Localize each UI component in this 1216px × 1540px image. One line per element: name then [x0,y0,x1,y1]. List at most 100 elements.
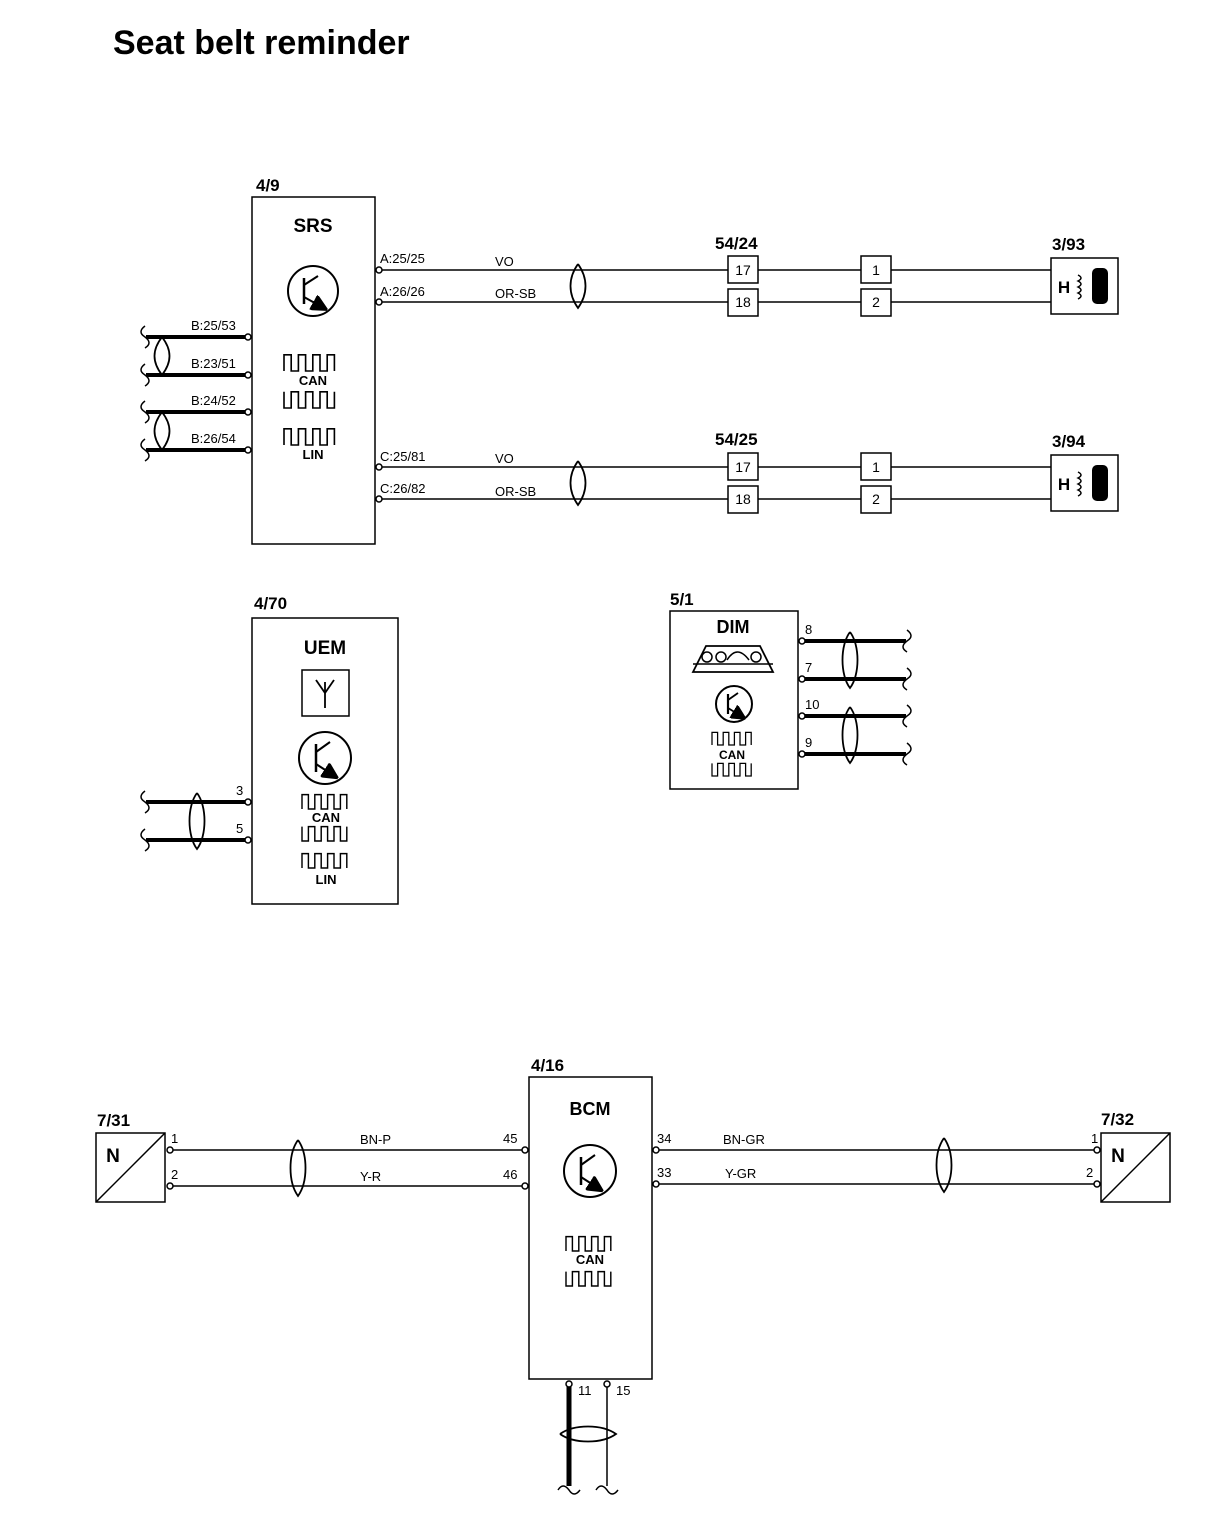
srs-upper-harness: A:25/25 A:26/26 VO OR-SB [375,251,728,310]
switch-pin-2: 2 [171,1167,178,1182]
uem-module: 4/70 UEM CAN LIN [140,594,399,905]
connector-pin: 1 [872,262,880,278]
bcm-id: 4/16 [531,1056,564,1075]
switch-pin-1: 1 [171,1131,178,1146]
srs-pin-a2525: A:25/25 [380,251,425,266]
connector-54-25: 54/25 17 18 1 2 [715,430,1051,514]
connector-pin: 17 [735,262,751,278]
switch-7-31: 7/31 N 1 2 [95,1111,178,1203]
srs-pin-a2626: A:26/26 [380,284,425,299]
srs-module: 4/9 SRS CAN LIN [140,176,728,545]
coil-icon [1076,471,1082,497]
connector-54-24: 54/24 17 18 1 2 [715,234,1051,317]
bcm-pin-11: 11 [578,1383,592,1398]
switch-pin-1: 1 [1091,1131,1098,1146]
transistor-icon [563,1144,617,1198]
srs-lower-harness: C:25/81 C:26/82 VO OR-SB [375,449,728,507]
uem-can-label: CAN [312,810,340,825]
uem-pin-5: 5 [236,821,243,836]
sensor-3-93: 3/93 H [1050,235,1119,315]
srs-id: 4/9 [256,176,280,195]
bcm-name: BCM [570,1099,611,1119]
dim-pin-9: 9 [805,735,812,750]
srs-name: SRS [293,216,332,237]
dim-wires: 8 7 10 9 [798,622,912,766]
transistor-icon [287,265,339,317]
switch-letter: N [1111,1146,1125,1167]
bcm-pin-34: 34 [657,1131,671,1146]
uem-pin-3: 3 [236,783,243,798]
srs-pin-b2452: B:24/52 [191,393,236,408]
antenna-icon [301,669,350,717]
can-bus-icon: CAN [301,793,348,842]
magnet-icon [1092,465,1108,501]
switch-7-31-id: 7/31 [97,1111,130,1130]
lin-bus-icon: LIN [301,852,348,887]
twisted-pair-icon [841,631,859,690]
srs-lin-label: LIN [303,447,324,462]
srs-pin-c2682: C:26/82 [380,481,426,496]
connector-pin: 1 [872,459,880,475]
sensor-letter: H [1058,475,1070,494]
dim-id: 5/1 [670,590,694,609]
switch-7-32: 7/32 N 1 2 [1086,1110,1171,1203]
lin-bus-icon: LIN [283,427,336,462]
srs-can-label: CAN [299,373,327,388]
wire-color-vo: VO [495,451,514,466]
wire-color-or-sb: OR-SB [495,484,536,499]
dim-pin-8: 8 [805,622,812,637]
bcm-pin-46: 46 [503,1167,517,1182]
connector-54-25-id: 54/25 [715,430,758,449]
connector-54-24-id: 54/24 [715,234,758,253]
wire-color-or-sb: OR-SB [495,286,536,301]
dim-name: DIM [717,617,750,637]
srs-left-wires: B:25/53 B:23/51 B:24/52 B:26/54 [140,318,252,462]
instrument-cluster-icon [691,645,775,673]
switch-pin-2: 2 [1086,1165,1093,1180]
twisted-pair-icon [559,1425,618,1443]
twisted-pair-icon [841,706,859,765]
srs-pin-c2581: C:25/81 [380,449,426,464]
can-bus-icon: CAN [711,731,752,777]
connector-pin: 2 [872,491,880,507]
coil-icon [1076,274,1082,300]
switch-7-32-id: 7/32 [1101,1110,1134,1129]
bcm-pin-33: 33 [657,1165,671,1180]
twisted-pair-icon [153,336,171,377]
wire-color-bn-p: BN-P [360,1132,391,1147]
srs-pin-b2553: B:25/53 [191,318,236,333]
connector-pin: 18 [735,294,751,310]
twisted-pair-icon [569,263,587,310]
transistor-icon [715,685,753,723]
bcm-pin-45: 45 [503,1131,517,1146]
connector-pin: 2 [872,294,880,310]
uem-id: 4/70 [254,594,287,613]
wire-color-y-r: Y-R [360,1169,381,1184]
dim-pin-10: 10 [805,697,819,712]
bcm-pin-15: 15 [616,1383,630,1398]
dim-pin-7: 7 [805,660,812,675]
switch-letter: N [106,1146,120,1167]
dim-module: 5/1 DIM CAN [669,590,912,790]
sensor-letter: H [1058,278,1070,297]
srs-pin-b2654: B:26/54 [191,431,236,446]
uem-wires: 3 5 [140,783,252,852]
sensor-3-93-id: 3/93 [1052,235,1085,254]
sensor-3-94-id: 3/94 [1052,432,1086,451]
connector-pin: 18 [735,491,751,507]
twisted-pair-icon [188,792,206,851]
can-bus-icon: CAN [283,353,336,409]
connector-pin: 17 [735,459,751,475]
can-bus-icon: CAN [565,1235,612,1287]
wire-color-bn-gr: BN-GR [723,1132,765,1147]
dim-can-label: CAN [719,748,745,762]
uem-lin-label: LIN [316,872,337,887]
sensor-3-94: 3/94 H [1050,432,1119,512]
twisted-pair-icon [289,1139,307,1198]
twisted-pair-icon [153,411,171,452]
wire-color-vo: VO [495,254,514,269]
magnet-icon [1092,268,1108,304]
twisted-pair-icon [569,460,587,507]
transistor-icon [298,731,352,785]
